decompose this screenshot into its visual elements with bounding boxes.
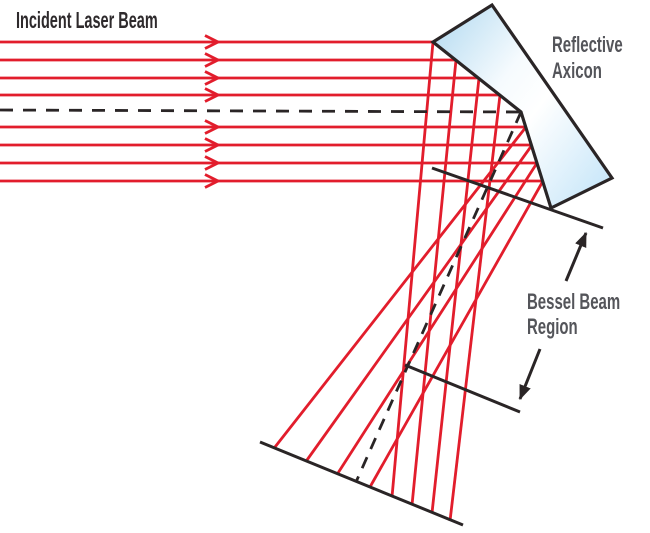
reflective-axicon-label: Reflective Axicon <box>552 32 623 84</box>
ray-direction-arrow-icon <box>204 87 222 103</box>
ray-direction-arrow-icon <box>204 155 222 171</box>
optical-axis-group <box>0 108 523 483</box>
ray-direction-arrow-icon <box>204 173 222 189</box>
bessel-region-end-line <box>404 363 521 414</box>
bessel-region-upper-arrow <box>564 231 588 282</box>
ray-termination-line <box>259 440 464 527</box>
bessel-beam-region-label: Bessel Beam Region <box>527 289 620 339</box>
ray-direction-arrow-icon <box>204 70 222 86</box>
reflected-ray <box>448 94 502 522</box>
incident-laser-beam-label: Incident Laser Beam <box>16 7 158 33</box>
bessel-boundary-group <box>259 166 604 527</box>
axicon-mirror-group <box>430 2 615 211</box>
reflective-axicon-label-line1: Reflective <box>552 32 623 57</box>
reflected-ray <box>430 77 481 514</box>
bessel-region-lower-arrow <box>518 348 542 401</box>
ray-direction-arrow-icon <box>204 34 222 50</box>
bessel-beam-region-label-line2: Region <box>527 314 578 339</box>
annotation-arrow-group <box>518 231 588 401</box>
ray-direction-arrow-icon <box>204 52 222 68</box>
reflective-axicon-label-line2: Axicon <box>552 58 602 83</box>
reflected-ray <box>305 144 534 461</box>
bessel-region-start-line <box>431 166 604 230</box>
reflective-axicon-mirror <box>430 2 615 211</box>
bessel-beam-region-label-line1: Bessel Beam <box>527 289 621 314</box>
reflected-ray-group <box>273 41 545 522</box>
optical-axis-reflected <box>354 111 523 483</box>
incident-ray-group <box>0 34 543 189</box>
optical-axis-incident <box>0 108 522 114</box>
ray-direction-arrow-icon <box>204 137 222 153</box>
reflected-ray <box>336 162 539 474</box>
reflected-ray <box>368 180 545 488</box>
ray-direction-arrow-icon <box>204 119 222 135</box>
